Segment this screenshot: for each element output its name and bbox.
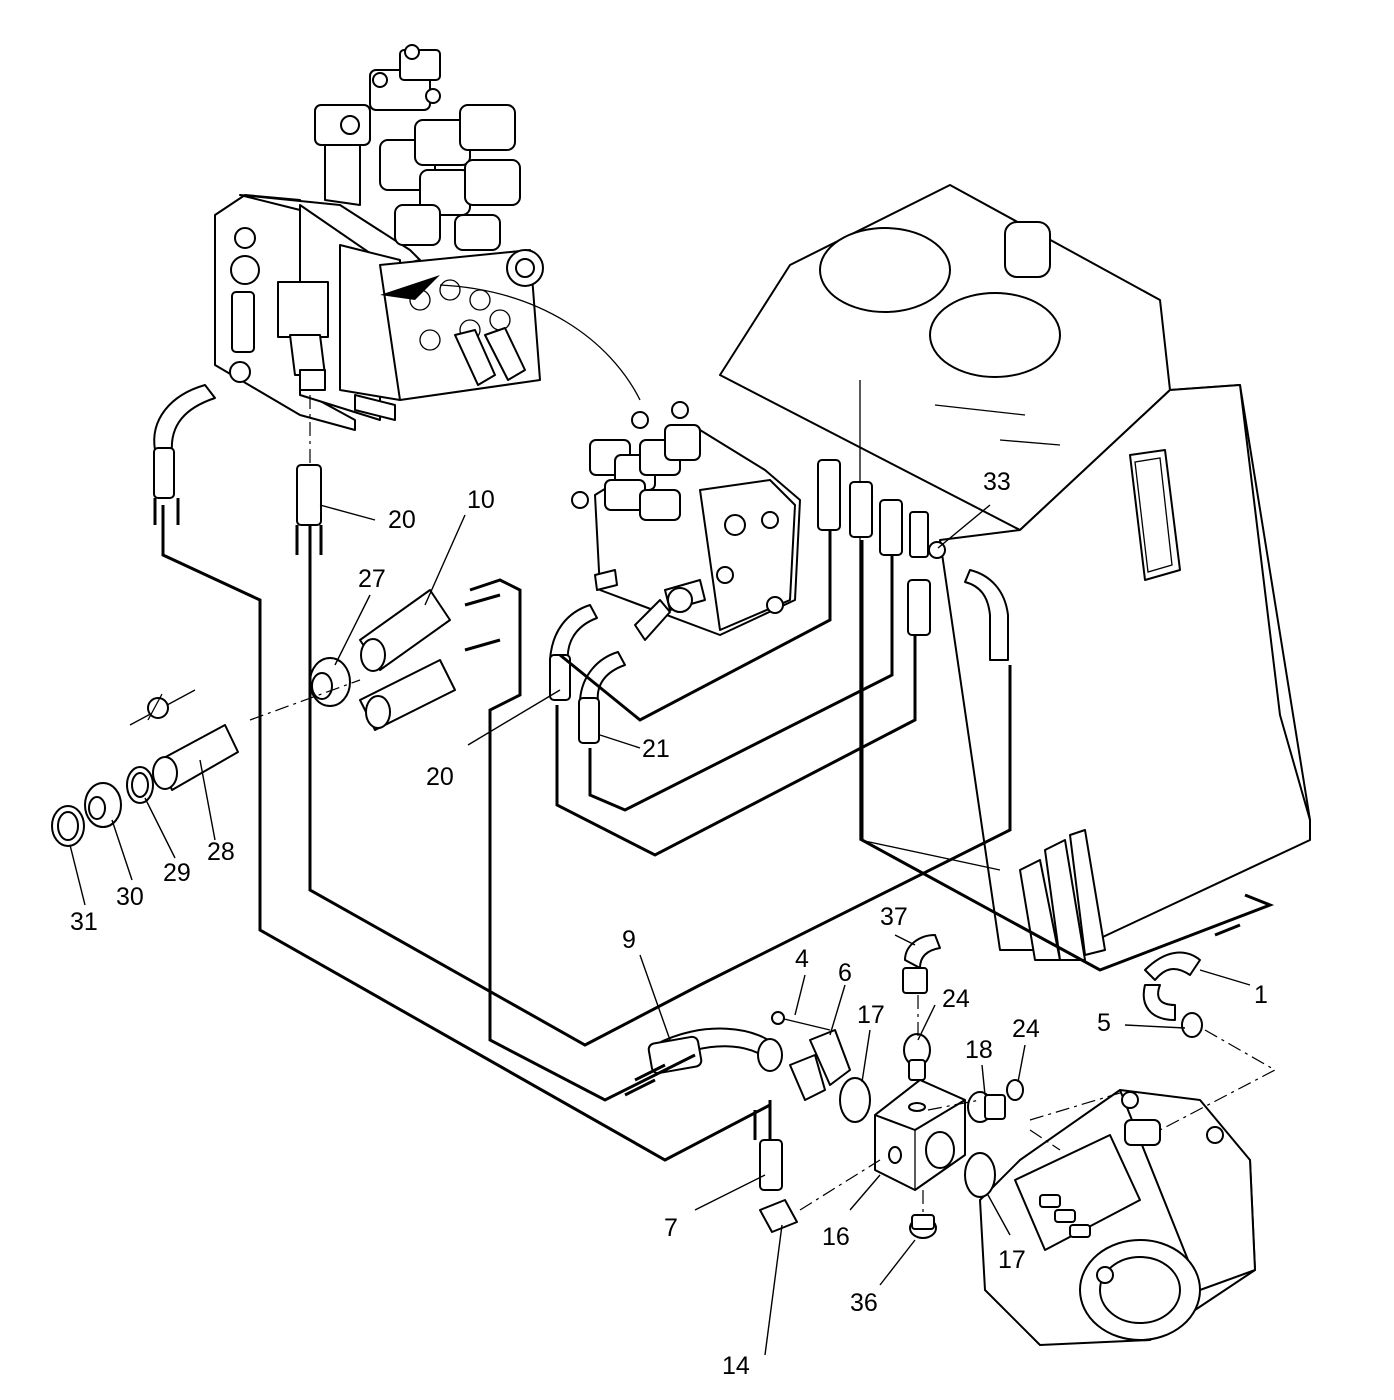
callout-24-upper: 24: [942, 985, 970, 1013]
main-control-valve: [214, 44, 641, 431]
callout-14: 14: [722, 1352, 750, 1380]
callout-21: 21: [642, 735, 670, 763]
callout-20-upper: 20: [388, 506, 416, 534]
center-lines: [249, 395, 1277, 1215]
callout-18: 18: [965, 1036, 993, 1064]
callout-1: 1: [1254, 981, 1268, 1009]
callout-labels: 1 4 5 6 7 9 10 14 16 17 17 18 20 20 21 2…: [70, 468, 1268, 1380]
manifold-block: [874, 1079, 966, 1191]
secondary-control-valve: [571, 401, 801, 641]
callout-6: 6: [838, 959, 852, 987]
callout-5: 5: [1097, 1009, 1111, 1037]
piping-routes: [153, 498, 1275, 1162]
hydraulic-tank: [719, 184, 1311, 961]
hoses-and-fittings: [51, 384, 1203, 1239]
callout-24-right: 24: [1012, 1015, 1040, 1043]
callout-7: 7: [664, 1214, 678, 1242]
callout-9: 9: [622, 926, 636, 954]
callout-4: 4: [795, 945, 809, 973]
callout-10: 10: [467, 486, 495, 514]
callout-30: 30: [116, 883, 144, 911]
callout-31: 31: [70, 908, 98, 936]
callout-37: 37: [880, 903, 908, 931]
callout-29: 29: [163, 859, 191, 887]
callout-33: 33: [983, 468, 1011, 496]
callout-28: 28: [207, 838, 235, 866]
callout-27: 27: [358, 565, 386, 593]
leader-lines: [69, 504, 1251, 1356]
callout-36: 36: [850, 1289, 878, 1317]
callout-17-lower: 17: [998, 1246, 1026, 1274]
callout-16: 16: [822, 1223, 850, 1251]
callout-20-lower: 20: [426, 763, 454, 791]
callout-17-upper: 17: [857, 1001, 885, 1029]
hydraulic-pump: [979, 1089, 1256, 1346]
